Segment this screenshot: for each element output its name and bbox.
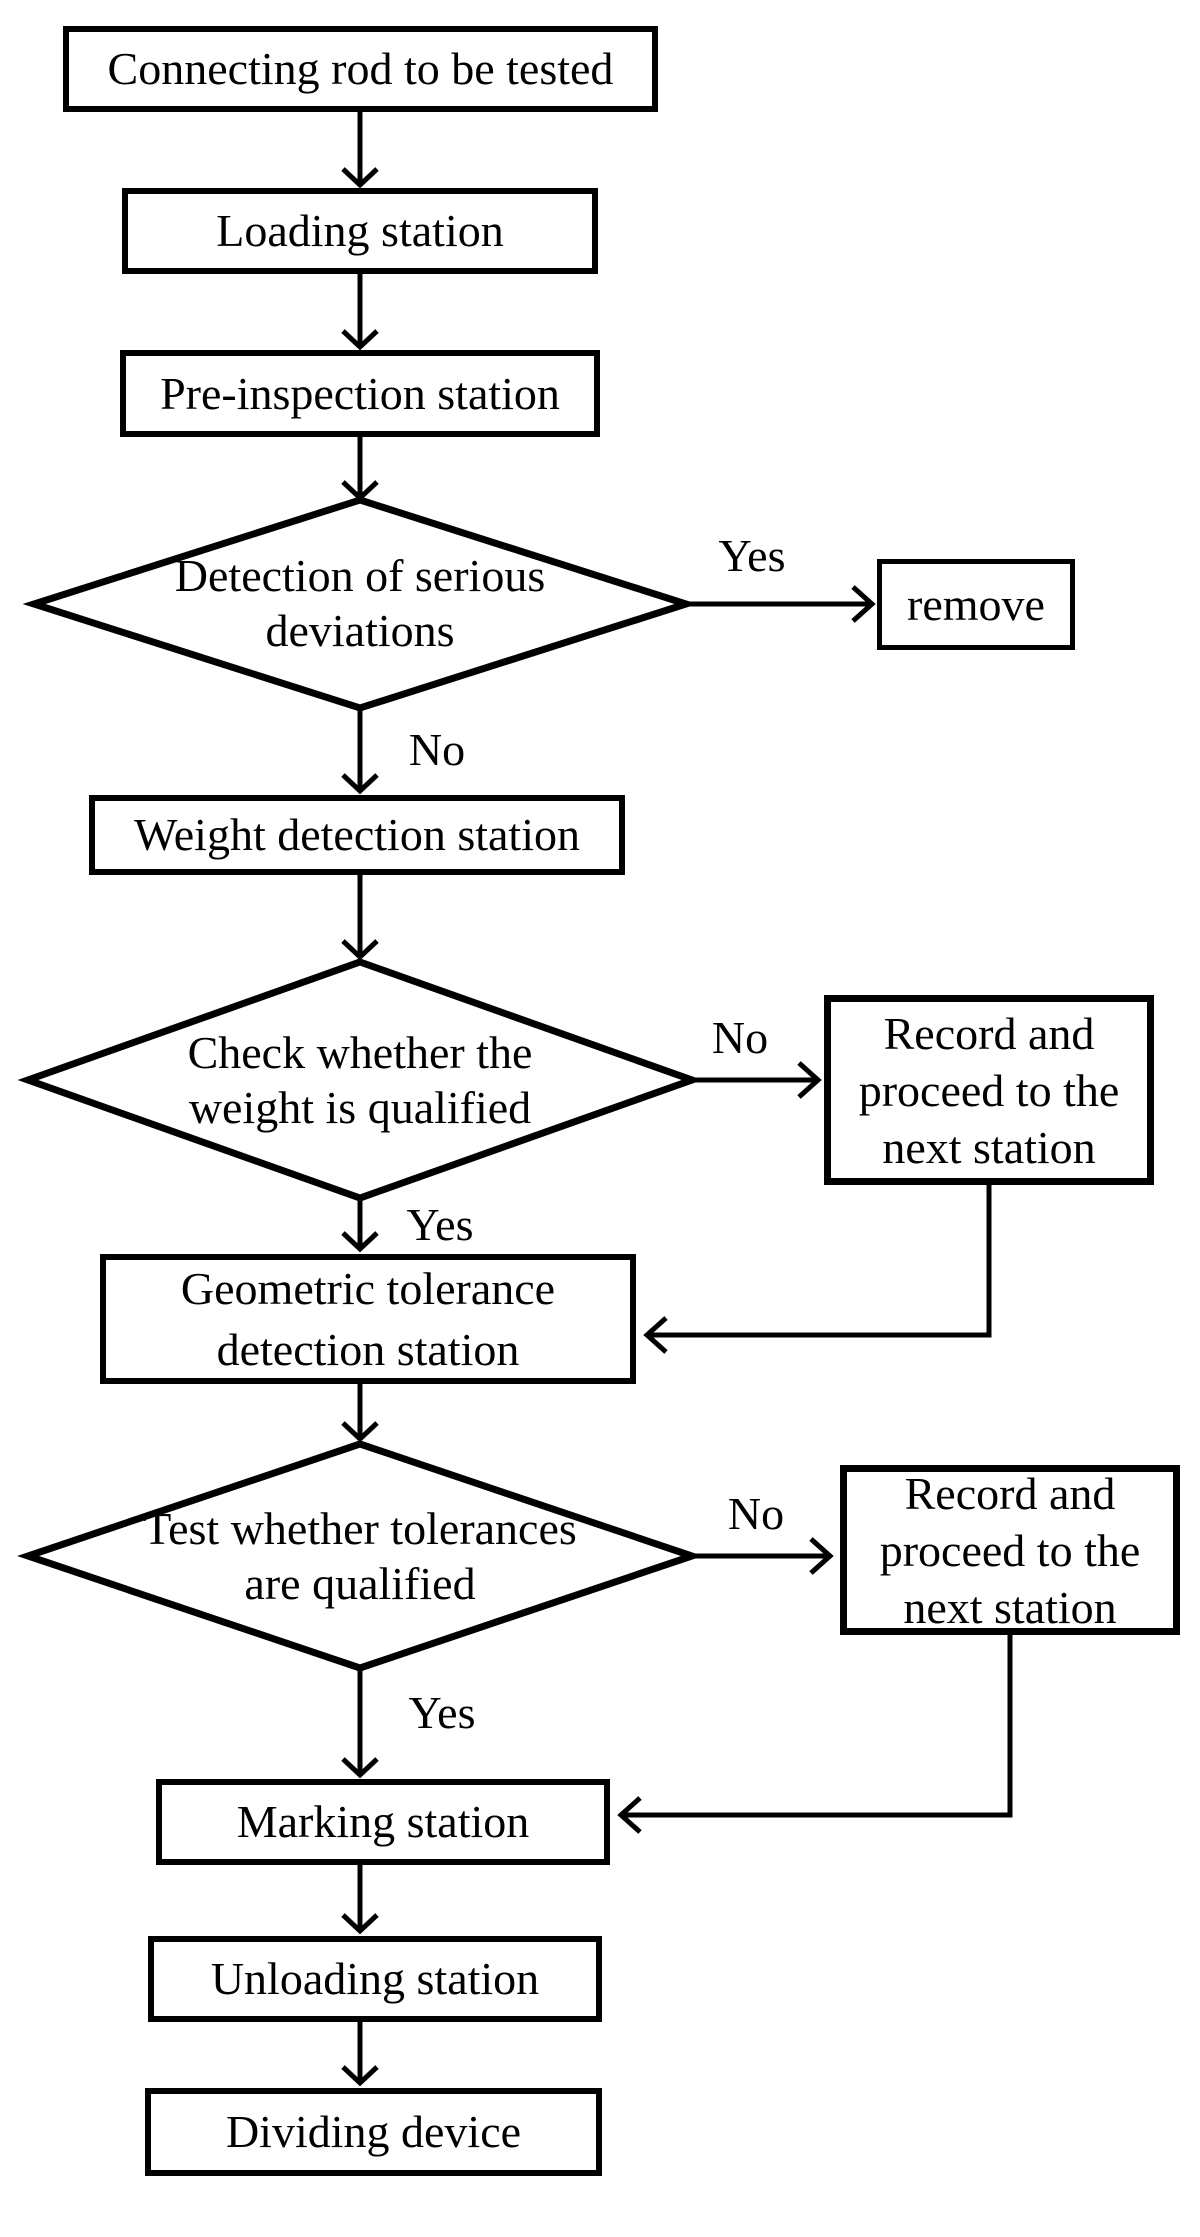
- decision-weight-line1: Check whether the: [187, 1027, 533, 1078]
- decision-deviation-text: Detection of serious deviations: [175, 548, 545, 658]
- edge-weight-to-weight-check: [341, 875, 379, 961]
- node-record-2-line2: proceed to the: [879, 1524, 1141, 1576]
- node-remove-label: remove: [907, 578, 1045, 630]
- node-weight-detection-station-label: Weight detection station: [134, 809, 580, 860]
- edge-deviation-yes-to-remove: [686, 585, 876, 623]
- edge-weight-yes-to-geometric: [341, 1198, 379, 1253]
- node-connecting-rod-label: Connecting rod to be tested: [107, 43, 614, 94]
- node-unloading-station-label: Unloading station: [210, 1953, 540, 2004]
- node-loading-station: Loading station: [122, 188, 598, 274]
- node-record-2: Record and proceed to the next station: [840, 1465, 1180, 1635]
- edge-label-deviation-yes: Yes: [718, 530, 786, 581]
- edge-start-to-loading: [341, 112, 379, 189]
- node-geometric-tolerance-station-line1: Geometric tolerance: [180, 1263, 556, 1314]
- edge-label-tolerance-no: No: [727, 1488, 785, 1539]
- edge-record2-to-marking: [617, 1635, 1013, 1834]
- node-marking-station: Marking station: [156, 1779, 610, 1865]
- edge-record1-to-geometric: [643, 1185, 992, 1354]
- node-loading-station-label: Loading station: [216, 205, 504, 256]
- node-record-1-line1: Record and: [883, 1007, 1095, 1059]
- edge-tolerance-yes-to-marking: [341, 1668, 379, 1779]
- decision-tolerance-line1: Test whether tolerances: [143, 1503, 577, 1554]
- node-geometric-tolerance-station-line2: detection station: [216, 1324, 520, 1375]
- decision-tolerance-text: Test whether tolerances are qualified: [143, 1501, 577, 1611]
- decision-weight-line2: weight is qualified: [188, 1082, 532, 1133]
- edge-preinspection-to-deviation-check: [341, 437, 379, 502]
- node-pre-inspection-station: Pre-inspection station: [120, 350, 600, 437]
- edge-marking-to-unloading: [341, 1865, 379, 1935]
- edge-deviation-no-to-weight: [341, 708, 379, 795]
- node-dividing-device: Dividing device: [145, 2088, 602, 2176]
- edge-geometric-to-tolerance-check: [341, 1384, 379, 1443]
- node-record-1-line3: next station: [882, 1121, 1096, 1173]
- edge-label-weight-no: No: [711, 1012, 769, 1063]
- decision-deviation-line2: deviations: [265, 605, 455, 656]
- node-geometric-tolerance-station: Geometric tolerance detection station: [100, 1254, 636, 1384]
- edge-weight-no-to-record1: [692, 1061, 822, 1099]
- node-weight-detection-station: Weight detection station: [89, 795, 625, 875]
- node-record-1: Record and proceed to the next station: [824, 995, 1154, 1185]
- node-record-1-line2: proceed to the: [858, 1064, 1120, 1116]
- edge-label-weight-yes: Yes: [406, 1199, 474, 1250]
- edge-label-deviation-no: No: [408, 724, 466, 775]
- decision-weight-text: Check whether the weight is qualified: [188, 1025, 533, 1135]
- decision-deviation-line1: Detection of serious: [174, 550, 546, 601]
- edge-tolerance-no-to-record2: [692, 1537, 834, 1575]
- node-record-2-line1: Record and: [904, 1467, 1116, 1519]
- edge-loading-to-preinspection: [341, 274, 379, 351]
- node-marking-station-label: Marking station: [236, 1796, 530, 1847]
- node-unloading-station: Unloading station: [148, 1936, 602, 2022]
- node-record-2-line3: next station: [903, 1581, 1117, 1633]
- node-remove: remove: [877, 559, 1075, 650]
- node-dividing-device-label: Dividing device: [225, 2106, 522, 2157]
- edge-label-tolerance-yes: Yes: [408, 1687, 476, 1738]
- edge-unloading-to-dividing: [341, 2022, 379, 2087]
- decision-tolerance-line2: are qualified: [244, 1558, 476, 1609]
- node-pre-inspection-station-label: Pre-inspection station: [160, 367, 560, 419]
- node-connecting-rod: Connecting rod to be tested: [63, 26, 658, 112]
